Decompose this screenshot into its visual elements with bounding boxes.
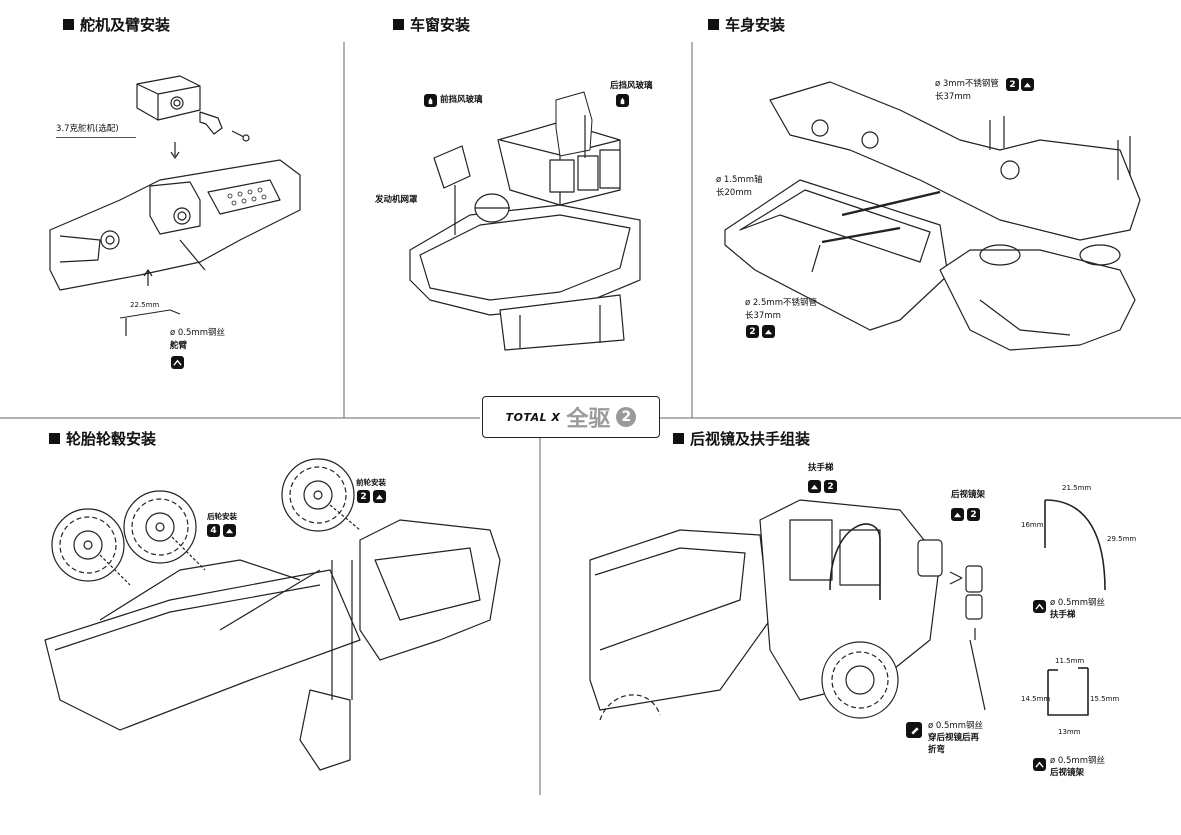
bend-tool-icon [223, 524, 236, 537]
thread-note-line2: 折弯 [928, 745, 946, 755]
bullet-square-icon [708, 19, 719, 30]
tweezers-icon [906, 722, 922, 738]
quantity-icon: 2 [967, 508, 980, 521]
tube3-label: ø 3mm不锈钢管 [935, 79, 999, 89]
ladder-wire-name: 扶手梯 [1050, 610, 1076, 620]
dim-label-22-5: 22.5mm [130, 301, 160, 309]
bend-tool-icon [171, 356, 184, 369]
section-title-tires: 轮胎轮毂安装 [49, 428, 156, 449]
section-dividers [0, 42, 1181, 795]
total-x-logo: TOTAL X 全驱 2 [482, 396, 660, 438]
quantity-icon: 2 [1006, 78, 1019, 91]
servo-motor-drawing [136, 75, 250, 159]
thread-note-line1: 穿后视镜后再 [928, 733, 980, 743]
section-title-body: 车身安装 [708, 14, 785, 35]
servo-name-label: 3.7克舵机(选配) [56, 124, 119, 134]
mirror-frame-label: 后视镜架 [951, 490, 986, 500]
bullet-square-icon [49, 433, 60, 444]
dim-label-14-5: 14.5mm [1021, 695, 1051, 703]
front-tire [281, 458, 355, 532]
bend-tool-icon [762, 325, 775, 338]
leader-line [56, 137, 136, 138]
thread-wire-label: ø 0.5mm钢丝 [928, 721, 983, 731]
rear-tire-2 [123, 490, 197, 564]
bend-tool-icon [951, 508, 964, 521]
bullet-square-icon [63, 19, 74, 30]
servo-arm-label: 舵臂 [170, 341, 188, 351]
mirror-wire-name: 后视镜架 [1050, 768, 1085, 778]
front-wheel-label: 前轮安装 [356, 478, 386, 487]
truck-mirror-drawing [589, 499, 1106, 721]
bend-tool-icon [373, 490, 386, 503]
glue-icon [424, 94, 437, 107]
wire-label: ø 0.5mm钢丝 [170, 328, 225, 338]
ladder-label: 扶手梯 [808, 463, 834, 473]
front-glass-label: 前挡风玻璃 [440, 95, 483, 105]
mirror-wire-label: ø 0.5mm钢丝 [1050, 756, 1105, 766]
dim-label-11-5: 11.5mm [1055, 657, 1085, 665]
section-title-servo: 舵机及臂安装 [63, 14, 170, 35]
shaft-length-label: 长20mm [716, 188, 752, 198]
bullet-square-icon [673, 433, 684, 444]
dim-label-15-5: 15.5mm [1090, 695, 1120, 703]
dim-label-21-5: 21.5mm [1062, 484, 1092, 492]
tube25-length-label: 长37mm [745, 311, 781, 321]
quantity-icon: 2 [746, 325, 759, 338]
ladder-wire-label: ø 0.5mm钢丝 [1050, 598, 1105, 608]
quantity-icon: 2 [357, 490, 370, 503]
bend-tool-icon [1021, 78, 1034, 91]
rear-wheel-label: 后轮安装 [207, 512, 237, 521]
dim-label-29-5: 29.5mm [1107, 535, 1137, 543]
section-title-window: 车窗安装 [393, 14, 470, 35]
dim-label-16: 16mm [1021, 521, 1044, 529]
rear-glass-label: 后挡风玻璃 [610, 81, 653, 91]
bullet-square-icon [393, 19, 404, 30]
quantity-icon: 4 [207, 524, 220, 537]
bend-tool-icon [808, 480, 821, 493]
glue-icon [616, 94, 629, 107]
section-title-mirror: 后视镜及扶手组装 [673, 428, 810, 449]
engine-net-label: 发动机网罩 [375, 195, 418, 205]
dim-label-13: 13mm [1058, 728, 1081, 736]
bend-tool-icon [1033, 758, 1046, 771]
quantity-icon: 2 [824, 480, 837, 493]
tires-chassis-drawing [44, 458, 501, 771]
tube3-length-label: 长37mm [935, 92, 971, 102]
logo-chinese: 全驱 [566, 407, 611, 432]
shaft-label: ø 1.5mm轴 [716, 175, 763, 185]
chassis-servo-drawing [49, 159, 301, 336]
logo-brand: TOTAL X [505, 410, 561, 424]
window-cab-drawing [409, 91, 641, 351]
rear-tire-1 [51, 508, 125, 582]
tube25-label: ø 2.5mm不锈钢管 [745, 298, 817, 308]
bend-tool-icon [1033, 600, 1046, 613]
truck-body-drawing [724, 81, 1141, 351]
logo-number: 2 [616, 407, 637, 427]
